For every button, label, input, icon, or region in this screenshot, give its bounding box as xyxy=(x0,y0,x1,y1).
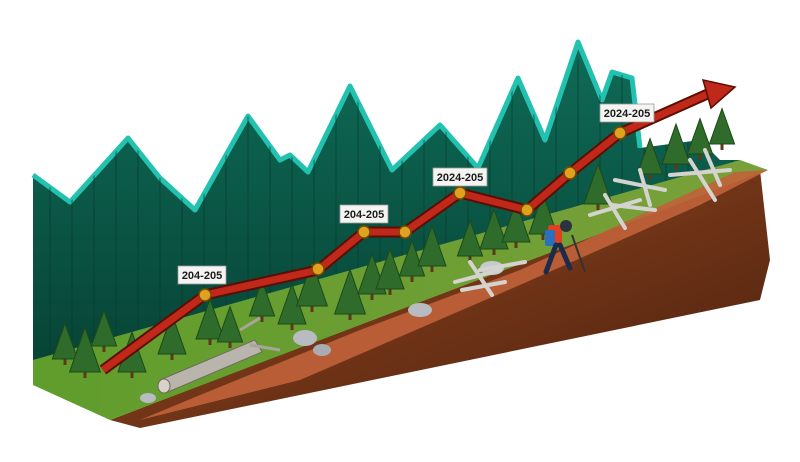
milestone-marker xyxy=(198,288,212,302)
milestone-label-box xyxy=(339,204,389,224)
pine-tree-icon xyxy=(68,325,102,378)
pine-tree-icon xyxy=(295,259,329,312)
pine-tree-icon xyxy=(51,322,79,365)
pine-tree-icon xyxy=(398,239,426,282)
terrain-block xyxy=(33,160,770,428)
pine-tree-icon xyxy=(90,309,118,352)
trend-line-highlight xyxy=(100,88,714,373)
milestone-label: 204-205 xyxy=(344,209,384,221)
pine-tree-icon xyxy=(479,207,509,255)
rock-icon xyxy=(293,330,317,346)
hiker-icon xyxy=(543,220,586,275)
pine-tree-icon xyxy=(708,107,736,150)
milestone-marker xyxy=(613,126,627,140)
mountain-ridge xyxy=(31,39,643,213)
rock-icon xyxy=(140,393,156,403)
pine-tree-icon xyxy=(375,247,405,295)
arrowhead-icon xyxy=(701,78,737,110)
pine-tree-icon xyxy=(333,267,367,320)
milestone-label: 2024-205 xyxy=(437,172,484,184)
milestone-label-box xyxy=(432,167,488,187)
milestone-marker xyxy=(398,225,412,239)
milestone-marker xyxy=(357,225,371,239)
milestone: 204-205 xyxy=(311,204,389,276)
milestone: 2024-205 xyxy=(398,167,488,239)
milestone-marker xyxy=(520,203,534,217)
milestone-label-box xyxy=(177,265,227,285)
milestone: 2024-205 xyxy=(520,103,655,217)
rocks xyxy=(140,261,504,403)
pine-tree-icon xyxy=(686,117,714,160)
milestone-label: 2024-205 xyxy=(604,108,651,120)
milestone: 204-205 xyxy=(177,265,227,302)
pine-tree-icon xyxy=(456,219,484,262)
pine-tree-icon xyxy=(417,224,447,272)
milestone-marker xyxy=(453,186,467,200)
pine-tree-icon xyxy=(528,192,558,240)
milestone-marker xyxy=(311,262,325,276)
pine-tree-icon xyxy=(501,200,531,248)
milestone-label-box xyxy=(599,103,655,123)
milestone-marker xyxy=(563,166,577,180)
pine-tree-icon xyxy=(157,312,187,360)
dirt-trail xyxy=(140,170,768,420)
driftwood-icon xyxy=(453,148,732,297)
fallen-log-icon xyxy=(157,316,281,394)
grass-surface xyxy=(33,160,768,420)
pine-tree-icon xyxy=(636,137,664,180)
pine-tree-icon xyxy=(195,297,225,345)
pine-tree-icon xyxy=(661,122,691,170)
milestone-label: 204-205 xyxy=(182,270,222,282)
pine-tree-icon xyxy=(216,305,244,348)
rock-icon xyxy=(408,303,432,317)
rock-icon xyxy=(313,344,331,356)
trend-arrow xyxy=(99,78,737,375)
milestones: 204-205 204-205 2024-205 2024-205 xyxy=(177,103,655,302)
pine-tree-icon xyxy=(248,279,276,322)
